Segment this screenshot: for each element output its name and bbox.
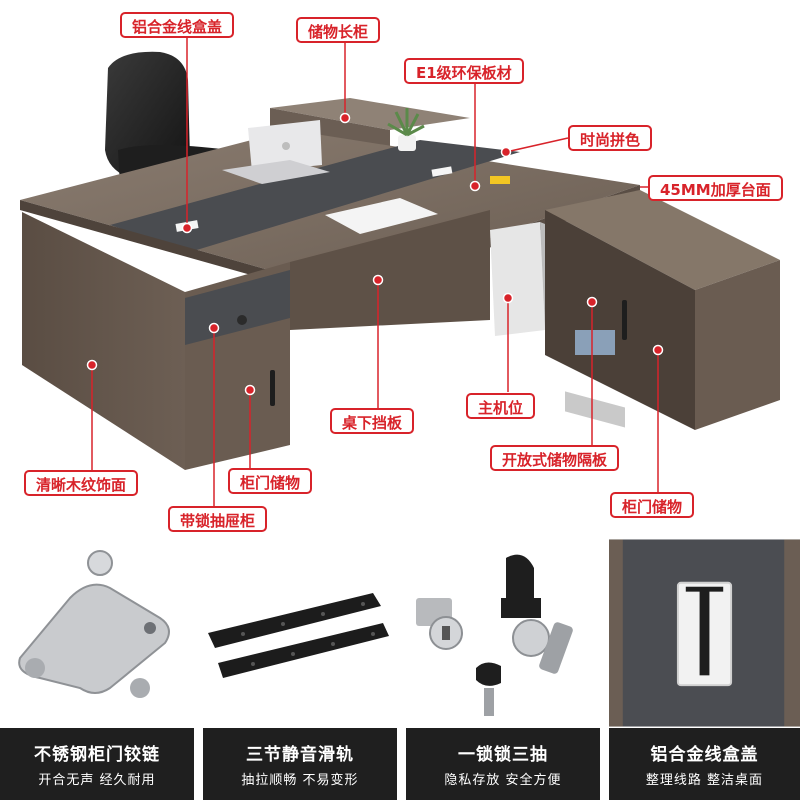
hinge-icon (0, 538, 194, 728)
callout-wood-grain: 清晰木纹饰面 (24, 470, 139, 496)
feature-subtitle: 整理线路 整洁桌面 (645, 773, 764, 788)
right-cabinet (545, 190, 780, 430)
feature-caption: 一锁锁三抽 隐私存放 安全方便 (406, 728, 600, 800)
callout-door-storage-right: 柜门储物 (610, 492, 695, 518)
feature-panel-wire-box: 铝合金线盒盖 整理线路 整洁桌面 (609, 538, 800, 800)
feature-title: 三节静音滑轨 (246, 745, 354, 765)
feature-subtitle: 开合无声 经久耐用 (38, 773, 156, 788)
callout-color-match: 时尚拼色 (568, 125, 653, 151)
wire-box-icon (609, 538, 800, 728)
back-storage-cabinet (270, 98, 470, 150)
feature-panel-slide-rail: 三节静音滑轨 抽拉顺畅 不易变形 (203, 538, 397, 800)
left-pedestal (22, 212, 290, 470)
feature-caption: 铝合金线盒盖 整理线路 整洁桌面 (609, 728, 800, 800)
callout-lock-drawer: 带锁抽屉柜 (168, 506, 268, 532)
feature-caption: 不锈钢柜门铰链 开合无声 经久耐用 (0, 728, 194, 800)
callout-e1-board: E1级环保板材 (404, 58, 524, 84)
callout-door-storage-left: 柜门储物 (228, 468, 313, 494)
callout-cpu-slot: 主机位 (466, 393, 536, 419)
callout-storage-cabinet: 储物长柜 (296, 17, 381, 43)
plant (387, 108, 425, 151)
callout-wire-box-cover: 铝合金线盒盖 (120, 12, 235, 38)
wire-box (431, 166, 453, 177)
desk-product-illustration (20, 36, 780, 506)
tablet (325, 198, 438, 234)
feature-caption: 三节静音滑轨 抽拉顺畅 不易变形 (203, 728, 397, 800)
feature-subtitle: 抽拉顺畅 不易变形 (241, 773, 359, 788)
callout-modesty-panel: 桌下挡板 (330, 408, 415, 434)
callout-dots (86, 112, 664, 396)
feature-panel-hinge: 不锈钢柜门铰链 开合无声 经久耐用 (0, 538, 194, 800)
callout-leader-lines (91, 36, 659, 506)
callout-open-shelf: 开放式储物隔板 (490, 445, 620, 471)
feature-title: 铝合金线盒盖 (650, 745, 759, 765)
modesty-panel-shape (290, 210, 490, 330)
callout-thick-top: 45MM加厚台面 (648, 175, 783, 201)
feature-title: 一锁锁三抽 (458, 745, 548, 765)
feature-subtitle: 隐私存放 安全方便 (444, 773, 562, 788)
cup (490, 176, 510, 184)
lock-icon (406, 538, 600, 728)
laptop (222, 120, 330, 184)
feature-title: 不锈钢柜门铰链 (34, 745, 160, 765)
feature-panel-lock: 一锁锁三抽 隐私存放 安全方便 (406, 538, 600, 800)
slide-rail-icon (203, 538, 397, 728)
